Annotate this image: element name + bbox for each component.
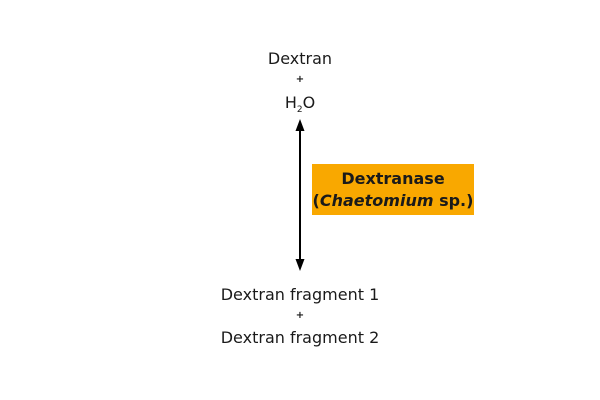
enzyme-label-box: Dextranase (Chaetomium sp.)	[312, 164, 474, 215]
water-h: H	[284, 93, 297, 112]
enzyme-source: (Chaetomium sp.)	[313, 190, 474, 212]
enzyme-name: Dextranase	[341, 168, 445, 188]
product-fragment-2: Dextran fragment 2	[220, 328, 380, 347]
enzyme-species: sp.)	[433, 190, 474, 210]
enzyme-paren: (	[312, 190, 320, 210]
reactant-water: H2O	[200, 93, 400, 115]
water-subscript: 2	[296, 105, 303, 115]
arrow-up-head-icon	[295, 119, 305, 131]
arrow-down-head-icon	[295, 259, 305, 271]
product-plus-sign: +	[295, 310, 305, 321]
reactant-plus-sign: +	[295, 74, 305, 85]
enzyme-organism: Chaetomium	[319, 190, 434, 210]
product-fragment-1: Dextran fragment 1	[220, 285, 380, 304]
reactant-dextran: Dextran	[267, 49, 333, 68]
water-o: O	[302, 93, 316, 112]
